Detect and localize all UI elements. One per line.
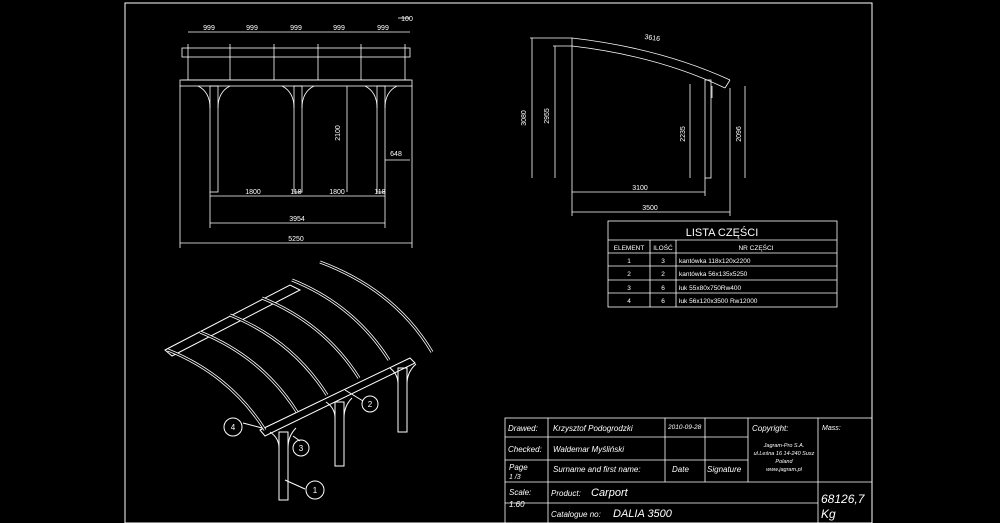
table-row: 2	[661, 271, 665, 278]
side-view-dimensions: 3616 3080 2955 2235 2096 3100 3500	[521, 34, 743, 212]
checked-name: Waldemar Myśliński	[553, 445, 624, 454]
isometric-view	[164, 260, 434, 501]
table-row: łuk 56x120x3500 Rw12000	[679, 298, 758, 305]
dim-span-3: 1800	[329, 189, 345, 196]
callout-4: 4	[231, 423, 236, 432]
date-label: Date	[672, 465, 689, 474]
dim-top-6: 100	[401, 16, 413, 23]
company-line-3: Poland	[775, 459, 793, 465]
product-label: Product:	[551, 489, 581, 498]
front-view-dimensions: 999 999 999 999 999 100 2100 648 1800 11…	[203, 16, 413, 243]
callout-3: 3	[299, 444, 304, 453]
isometric-callouts: 1 2 3 4	[231, 400, 373, 495]
header-element: ELEMENT	[614, 245, 645, 252]
page-value: 1 /3	[509, 474, 521, 481]
mass-unit: Kg	[821, 507, 836, 521]
dim-top-5: 999	[377, 25, 389, 32]
dim-overhang: 648	[390, 151, 402, 158]
table-row: łuk 55x80x750Rw400	[679, 285, 742, 292]
table-row: 3	[627, 285, 631, 292]
company-line-4: www.jagram.pl	[766, 467, 803, 473]
callout-1-circle	[305, 480, 325, 500]
table-row: kantówka 56x135x5250	[679, 271, 748, 278]
callout-2: 2	[368, 400, 373, 409]
drawing-frame	[124, 2, 873, 523]
title-block-text: Drawed: Krzysztof Podogrodzki 2010-09-28…	[508, 424, 866, 521]
dim-top-2: 999	[246, 25, 258, 32]
dim-span-4: 118	[374, 189, 385, 196]
mass-value: 68126,7	[821, 492, 866, 506]
company-line-2: ul.Leśna 16 14-240 Susz	[754, 451, 815, 457]
parts-list-title: LISTA CZĘŚCI	[686, 226, 759, 239]
dim-total-height: 3080	[521, 110, 528, 126]
scale-value: 1:60	[509, 500, 525, 509]
table-row: 6	[661, 285, 665, 292]
table-row: 3	[661, 258, 665, 265]
front-view	[179, 17, 413, 248]
table-row: 4	[627, 298, 631, 305]
header-quantity: ILOŚĆ	[653, 243, 673, 252]
catalogue-value: DALIA 3500	[613, 508, 673, 520]
table-row: 2	[627, 271, 631, 278]
dim-arc-length: 3616	[644, 34, 661, 43]
drawed-name: Krzysztof Podogrodzki	[553, 424, 633, 433]
copyright-label: Copyright:	[752, 424, 788, 433]
header-part-number: NR CZĘŚCI	[738, 243, 773, 252]
table-row: 6	[661, 298, 665, 305]
table-row: kantówka 118x120x2200	[679, 258, 751, 265]
callout-2-circle	[361, 395, 379, 413]
parts-list-text: LISTA CZĘŚCI ELEMENT ILOŚĆ NR CZĘŚCI 1 3…	[614, 226, 774, 305]
mass-label: Mass:	[822, 425, 841, 432]
signature-label: Signature	[707, 465, 742, 474]
catalogue-label: Catalogue no:	[551, 510, 601, 519]
product-value: Carport	[591, 487, 629, 499]
dim-post-height: 2100	[335, 125, 342, 141]
drawed-label: Drawed:	[508, 424, 538, 433]
parts-list-table	[607, 220, 838, 308]
callout-4-circle	[223, 417, 243, 437]
dim-top-4: 999	[333, 25, 345, 32]
dim-top-1: 999	[203, 25, 215, 32]
scale-label: Scale:	[509, 488, 531, 497]
drawed-date: 2010-09-28	[667, 424, 702, 431]
dim-post-height-b: 2096	[736, 126, 743, 142]
callout-1: 1	[313, 486, 318, 495]
title-block	[504, 417, 873, 523]
callout-3-circle	[292, 439, 310, 457]
dim-total-depth: 3500	[642, 205, 658, 212]
dim-total-width: 5250	[288, 236, 304, 243]
page-label: Page	[509, 463, 528, 472]
side-view	[530, 37, 746, 216]
dim-inner-width: 3954	[289, 216, 305, 223]
dim-arc-height: 2955	[544, 108, 551, 124]
checked-label: Checked:	[508, 445, 542, 454]
dim-inner-depth: 3100	[632, 185, 648, 192]
dim-top-3: 999	[290, 25, 302, 32]
dim-post-height-a: 2235	[680, 126, 687, 142]
dim-span-1: 1800	[245, 189, 261, 196]
dim-span-2: 118	[290, 189, 301, 196]
company-line-1: Jagram-Pro S.A.	[763, 443, 805, 449]
table-row: 1	[627, 258, 631, 265]
surname-label: Surname and first name:	[553, 465, 641, 474]
